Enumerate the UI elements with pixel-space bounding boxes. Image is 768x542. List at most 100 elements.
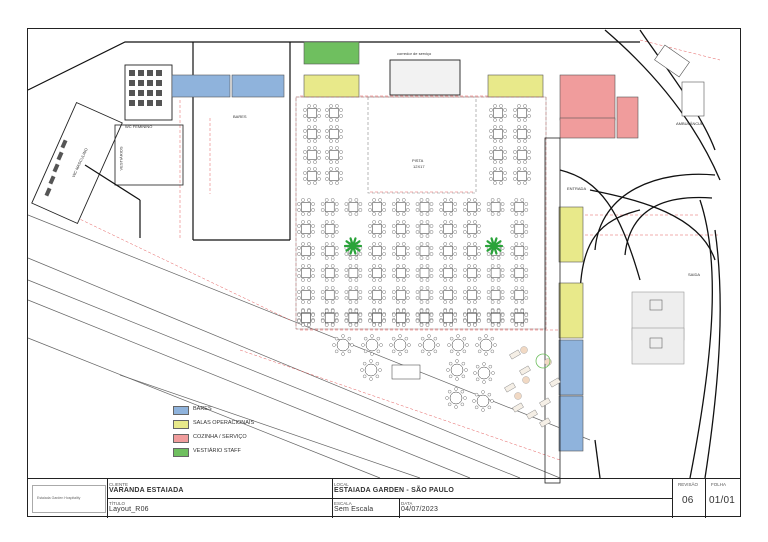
stage-mini <box>391 364 421 380</box>
divider <box>399 498 400 518</box>
restrooms-block <box>31 64 184 225</box>
table <box>486 309 505 327</box>
table <box>439 309 458 327</box>
round-table <box>472 390 494 412</box>
table <box>439 220 458 238</box>
sofa <box>526 409 538 420</box>
entrada-label: ENTRADA <box>567 186 587 191</box>
table <box>320 309 339 327</box>
table <box>439 264 458 282</box>
table <box>303 104 321 122</box>
table <box>439 286 458 304</box>
table <box>320 198 339 216</box>
legend-swatch <box>173 420 189 429</box>
revisao-value: 06 <box>682 495 694 506</box>
ambulancia-label: AMBULÂNCIA <box>676 121 703 126</box>
zone-bares <box>171 74 584 452</box>
table <box>510 286 529 304</box>
parking-area <box>631 44 705 365</box>
table <box>513 146 531 164</box>
data-value: 04/07/2023 <box>401 506 439 513</box>
table <box>486 264 505 282</box>
table <box>415 286 434 304</box>
table <box>297 264 315 282</box>
table-grid <box>297 104 531 327</box>
lounge-feature <box>535 353 551 369</box>
round-table <box>361 334 383 356</box>
pista-size-label: 12X17 <box>413 164 425 169</box>
table <box>391 286 410 304</box>
corredor-label: corredor de serviço <box>397 51 432 56</box>
restroom-stalls <box>44 70 162 197</box>
table <box>463 220 481 238</box>
titulo-label: TÍTULO <box>109 501 126 506</box>
table <box>320 286 339 304</box>
table <box>391 242 410 260</box>
table <box>513 104 531 122</box>
bares-label: BARES <box>233 114 247 119</box>
table <box>297 242 315 260</box>
legend-swatch <box>173 434 189 443</box>
table <box>415 198 434 216</box>
table <box>303 146 321 164</box>
table <box>463 309 481 327</box>
table <box>489 167 507 185</box>
revisao-label: REVISÃO <box>678 482 699 487</box>
sofa <box>504 382 516 393</box>
tree-icon <box>343 237 363 255</box>
table <box>325 167 343 185</box>
table <box>344 309 363 327</box>
table <box>368 242 386 260</box>
legend-swatch <box>173 448 189 457</box>
legend-label: COZINHA / SERVIÇO <box>193 434 247 440</box>
table <box>415 264 434 282</box>
table <box>391 264 410 282</box>
side-table <box>514 392 522 400</box>
folha-value: 01/01 <box>709 495 736 506</box>
pista-label: PISTA <box>412 158 424 163</box>
lounge-area <box>504 346 561 428</box>
sofa <box>539 397 551 408</box>
table <box>297 198 315 216</box>
table <box>463 242 481 260</box>
table <box>344 286 363 304</box>
wc-feminino-label: WC FEMININO <box>125 124 153 129</box>
table <box>320 264 339 282</box>
table <box>303 167 321 185</box>
table <box>320 220 339 238</box>
table <box>303 125 321 143</box>
round-table <box>446 359 468 381</box>
table <box>391 198 410 216</box>
round-table <box>445 387 467 409</box>
table <box>415 309 434 327</box>
titulo-value: Layout_R06 <box>109 506 149 513</box>
stage-area <box>295 59 561 484</box>
escala-value: Sem Escala <box>334 506 374 513</box>
escala-label: ESCALA <box>334 501 352 506</box>
table <box>486 286 505 304</box>
table <box>368 220 386 238</box>
table <box>297 220 315 238</box>
legend-label: SALAS OPERACIONAIS <box>193 420 255 426</box>
legend-label: BARES <box>193 406 212 412</box>
round-table <box>360 359 382 381</box>
table <box>368 198 386 216</box>
folha-label: FOLHA <box>711 482 727 487</box>
table <box>368 264 386 282</box>
table <box>489 146 507 164</box>
table <box>415 220 434 238</box>
table <box>391 309 410 327</box>
sofa <box>549 377 561 388</box>
table <box>513 125 531 143</box>
zone-vestiario <box>303 41 360 65</box>
logo-box: Estaiada Garden Hospitality <box>32 485 106 513</box>
sofa <box>509 349 521 360</box>
table <box>320 242 339 260</box>
table <box>510 242 529 260</box>
table <box>415 242 434 260</box>
side-table <box>520 346 528 354</box>
divider <box>332 498 672 499</box>
side-table <box>544 358 552 366</box>
table <box>463 264 481 282</box>
